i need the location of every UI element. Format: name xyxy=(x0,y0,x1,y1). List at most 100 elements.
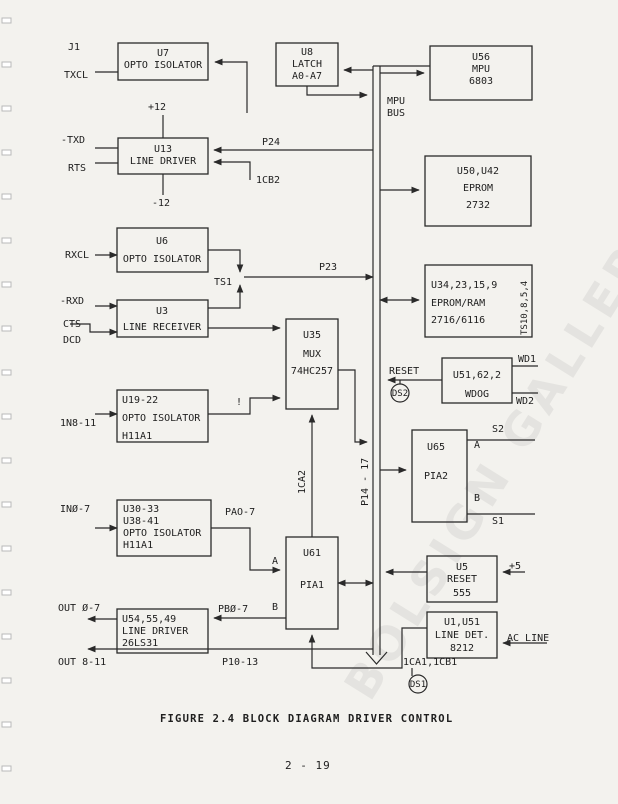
u50-part: 2732 xyxy=(466,200,490,211)
block-u34-eprom-ram: U34,23,15,9 EPROM/RAM 2716/6116 TS10,8,5… xyxy=(424,264,533,338)
u13-ref: U13 xyxy=(154,144,172,155)
u61-pin-b: B xyxy=(272,602,278,613)
block-u7-opto-isolator: U7 OPTO ISOLATOR xyxy=(117,42,209,81)
label-pb0-7: PBØ-7 xyxy=(218,603,248,615)
block-u13-line-driver: U13 LINE DRIVER xyxy=(117,137,209,175)
label-txd: -TXD xyxy=(61,135,85,146)
block-u30-33-opto-isolator: U30-33 U38-41 OPTO ISOLATOR H11A1 xyxy=(116,499,212,557)
u35-part: 74HC257 xyxy=(291,366,333,377)
u51w-name: WDOG xyxy=(465,389,489,400)
label-in0-7: INØ-7 xyxy=(60,503,90,515)
u54-part: 26LS31 xyxy=(122,638,158,649)
u30-ref2: U38-41 xyxy=(123,516,159,527)
u61-ref: U61 xyxy=(303,548,321,559)
u65-name: PIA2 xyxy=(424,471,448,482)
u7-name: OPTO ISOLATOR xyxy=(124,60,203,71)
label-p10-13: P10-13 xyxy=(222,657,258,668)
u6-ref: U6 xyxy=(156,236,168,247)
u34-side-label: TS10,8,5,4 xyxy=(520,281,530,335)
label-p24: P24 xyxy=(262,137,280,148)
label-dcd: DCD xyxy=(63,335,81,346)
u8-name: LATCH xyxy=(292,59,322,70)
label-j1: J1 xyxy=(68,42,80,53)
binder-holes xyxy=(1,17,12,772)
u61-name: PIA1 xyxy=(300,580,324,591)
signal-labels: J1 TXCL +12 -12 -TXD RTS P24 1CB2 RXCL T… xyxy=(58,42,549,668)
u1922-part: H11A1 xyxy=(122,431,152,442)
label-mpu-bus-2: BUS xyxy=(387,108,405,119)
u54-name: LINE DRIVER xyxy=(122,626,189,637)
label-s2: S2 xyxy=(492,424,504,435)
u61-pin-a: A xyxy=(272,556,278,567)
u7-ref: U7 xyxy=(157,48,169,59)
u1-name: LINE DET. xyxy=(435,630,489,641)
u8-ref: U8 xyxy=(301,47,313,58)
label-plus5: +5 xyxy=(509,561,521,572)
block-u5-reset: U5 RESET 555 xyxy=(426,555,498,603)
ds1-label: DS1 xyxy=(410,680,426,690)
label-out8-11: OUT 8-11 xyxy=(58,657,106,668)
u56-ref: U56 xyxy=(472,52,490,63)
u56-part: 6803 xyxy=(469,76,493,87)
led-ds1: DS1 xyxy=(408,674,428,694)
u8-part: A0-A7 xyxy=(292,71,322,82)
page-number: 2 - 19 xyxy=(285,759,331,772)
block-u54-line-driver: U54,55,49 LINE DRIVER 26LS31 xyxy=(116,608,209,654)
block-u8-latch: U8 LATCH A0-A7 xyxy=(275,42,339,87)
label-reset: RESET xyxy=(389,366,419,377)
ds2-label: DS2 xyxy=(392,389,408,399)
u34-part: 2716/6116 xyxy=(431,315,485,326)
u65-ref: U65 xyxy=(427,442,445,453)
mpu-bus: MPU BUS P14 - 17 xyxy=(360,65,430,665)
label-plus12: +12 xyxy=(148,102,166,113)
block-u1-line-det: U1,U51 LINE DET. 8212 xyxy=(426,611,498,659)
label-s1: S1 xyxy=(492,516,504,527)
u50-ref: U50,U42 xyxy=(457,166,499,177)
u5-ref: U5 xyxy=(456,562,468,573)
u3-name: LINE RECEIVER xyxy=(123,322,202,333)
block-u19-22-opto-isolator: U19-22 OPTO ISOLATOR H11A1 xyxy=(116,389,209,443)
label-wd1: WD1 xyxy=(518,354,536,365)
label-rxd: -RXD xyxy=(60,296,84,307)
label-ts1: TS1 xyxy=(214,277,232,288)
u56-name: MPU xyxy=(472,64,490,75)
block-u56-mpu: U56 MPU 6803 xyxy=(429,45,533,101)
label-p23: P23 xyxy=(319,262,337,273)
u54-ref: U54,55,49 xyxy=(122,614,176,625)
u1-ref: U1,U51 xyxy=(444,617,480,628)
label-mpu-bus-1: MPU xyxy=(387,96,405,107)
wires xyxy=(70,58,547,676)
u1922-name: OPTO ISOLATOR xyxy=(122,413,201,424)
label-pa0-7: PAO-7 xyxy=(225,507,255,518)
label-ac-line: AC LINE xyxy=(507,633,549,644)
label-out0-7: OUT Ø-7 xyxy=(58,602,100,614)
label-rxcl: RXCL xyxy=(65,250,89,261)
u1922-ref: U19-22 xyxy=(122,395,158,406)
led-ds2: DS2 xyxy=(390,380,410,403)
block-u61-pia1: U61 PIA1 A B xyxy=(272,536,339,630)
block-u65-pia2: U65 PIA2 A B xyxy=(411,429,480,523)
label-cts: CTS xyxy=(63,319,81,330)
label-minus12: -12 xyxy=(152,198,170,209)
block-u6-opto-isolator: U6 OPTO ISOLATOR xyxy=(116,227,209,273)
u1-part: 8212 xyxy=(450,643,474,654)
u34-name: EPROM/RAM xyxy=(431,298,485,309)
label-1cb2: 1CB2 xyxy=(256,175,280,186)
u5-part: 555 xyxy=(453,588,471,599)
u5-name: RESET xyxy=(447,574,477,585)
block-u50-eprom: U50,U42 EPROM 2732 xyxy=(424,155,532,227)
figure-caption: FIGURE 2.4 BLOCK DIAGRAM DRIVER CONTROL xyxy=(160,713,453,725)
label-rts: RTS xyxy=(68,163,86,174)
u30-ref: U30-33 xyxy=(123,504,159,515)
u30-part: H11A1 xyxy=(123,540,153,551)
label-1ca1-1cb1: 1CA1,1CB1 xyxy=(403,657,457,668)
u13-name: LINE DRIVER xyxy=(130,156,197,167)
label-wd2: WD2 xyxy=(516,396,534,407)
u6-name: OPTO ISOLATOR xyxy=(123,254,202,265)
u50-name: EPROM xyxy=(463,183,493,194)
label-txcl: TXCL xyxy=(64,70,88,81)
label-p14-17: P14 - 17 xyxy=(360,458,371,506)
label-mark: ! xyxy=(236,397,242,408)
